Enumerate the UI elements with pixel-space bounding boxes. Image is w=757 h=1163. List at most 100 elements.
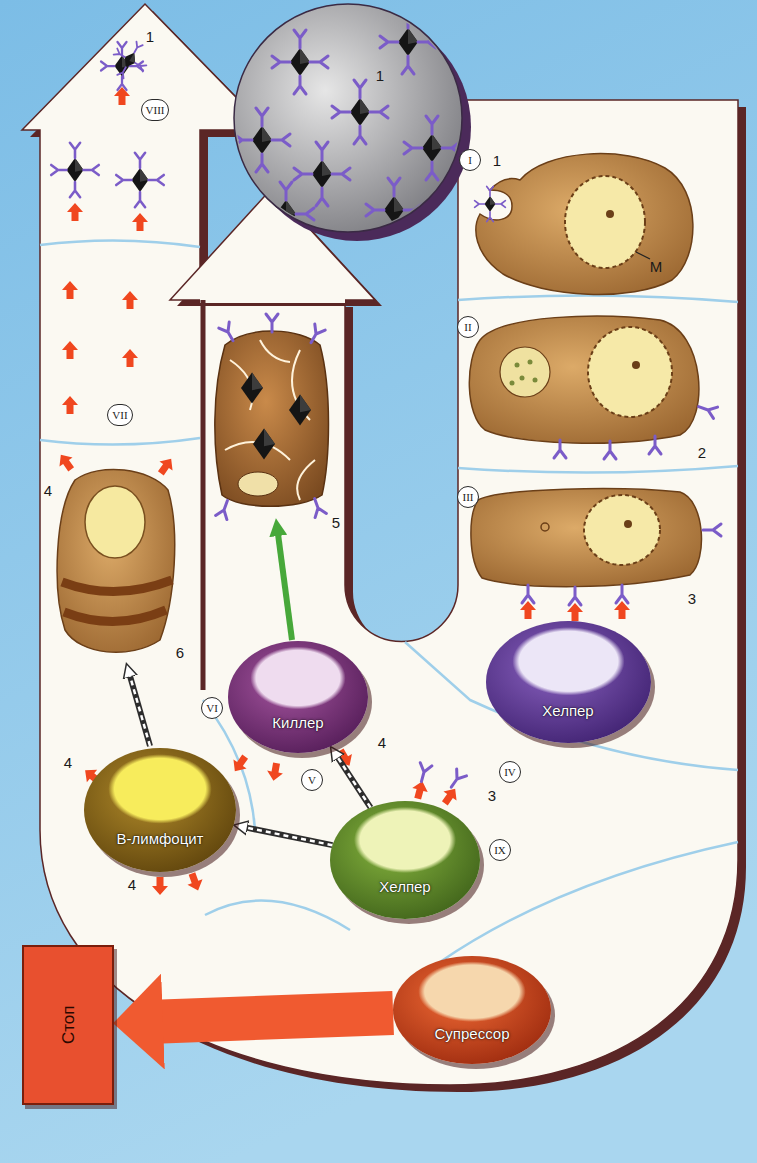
callout-number: 1 [146, 29, 154, 44]
presenting-cell [703, 524, 721, 536]
cell-name: Супрессор [435, 1025, 510, 1042]
signal-arrow-body [246, 828, 332, 846]
antigen-globe [404, 116, 460, 180]
pathway-band [205, 901, 350, 930]
target-cell [215, 314, 329, 640]
pathway-band [40, 240, 200, 247]
stage-numeral-circle: I [459, 149, 481, 171]
pathway-band [201, 300, 206, 690]
antigen-globe [234, 4, 471, 246]
immune-cell: В-лимфоцит [84, 748, 236, 872]
signal-arrow [338, 757, 371, 807]
plasma-cell [57, 469, 175, 652]
signal-arrows [122, 349, 138, 367]
macrophage-cell [476, 154, 693, 295]
signal-arrows [410, 779, 430, 801]
presenting-cell [584, 495, 660, 565]
target-cell [253, 429, 275, 460]
antigen-presenting-cell [697, 401, 718, 418]
signal-arrows [184, 871, 205, 893]
callout-number: 5 [332, 515, 340, 530]
target-cell [215, 331, 329, 506]
cell-name: Хелпер [379, 878, 430, 895]
target-cell [225, 340, 315, 500]
pathway-band [458, 295, 738, 302]
antigen-presenting-cell [469, 316, 717, 459]
target-cell [219, 322, 238, 344]
callout-number: 3 [688, 591, 696, 606]
signal-arrows [132, 213, 148, 231]
antigen-presenting-cell [528, 360, 533, 365]
presenting-cell [616, 585, 628, 603]
pathway-band [40, 438, 200, 445]
antigen-presenting-cell [588, 327, 672, 417]
antigen-presenting-cell [632, 361, 640, 369]
callout-number: 4 [378, 735, 386, 750]
macrophage-cell [475, 186, 506, 221]
presenting-cell [471, 489, 721, 605]
antigen-globe [234, 4, 462, 232]
stage-numeral-circle: III [457, 486, 479, 508]
signal-arrows [614, 601, 630, 619]
callout-number: 4 [64, 755, 72, 770]
callout-number: 1 [376, 68, 384, 83]
antigen-presenting-cell [510, 381, 515, 386]
stage-numeral-circle: V [301, 769, 323, 791]
target-cell [266, 314, 278, 332]
signal-arrows [54, 450, 77, 474]
callout-number: 4 [44, 483, 52, 498]
stage-numeral: VI [206, 703, 218, 714]
presenting-cell [569, 587, 581, 605]
stop-arrow [162, 1013, 393, 1022]
stop-box: Стоп [22, 945, 114, 1105]
presenting-cell [624, 520, 632, 528]
stage-numeral: III [463, 492, 474, 503]
pathway-band [200, 299, 345, 303]
stage-numeral-circle: II [457, 316, 479, 338]
immune-cell: Хелпер [330, 801, 480, 919]
signal-arrows [54, 87, 630, 895]
signal-arrows [62, 281, 78, 299]
callout-number: 3 [488, 788, 496, 803]
callout-number: М [650, 259, 663, 274]
stage-numeral-circle: IV [499, 761, 521, 783]
macrophage-cell [565, 176, 645, 268]
callout-number: 1 [493, 153, 501, 168]
immune-cell: Супрессор [393, 956, 551, 1064]
antigen-globe [332, 80, 388, 144]
target-cell [278, 534, 292, 640]
signal-arrow-body [338, 757, 371, 807]
antigen-globe [294, 142, 350, 206]
cell-name: Хелпер [542, 702, 593, 719]
signal-arrows [154, 454, 177, 478]
antigen-presenting-cell [520, 376, 525, 381]
plasma-cell [57, 469, 175, 746]
antigen-presenting-cell [649, 436, 661, 454]
antigen-globe [380, 10, 436, 74]
stage-numeral-circle: VI [201, 697, 223, 719]
stage-numeral: I [468, 155, 472, 166]
stop-text: Стоп [58, 1006, 78, 1045]
signal-arrows [446, 769, 466, 791]
pathway-band [458, 466, 738, 473]
antibody-complexes [51, 143, 99, 197]
pathway-band [22, 4, 738, 1085]
signal-arrows [122, 291, 138, 309]
callout-number: 4 [128, 877, 136, 892]
antigen-globe [234, 108, 290, 172]
presenting-cell [471, 489, 702, 587]
stage-numeral-circle: VII [107, 404, 132, 426]
target-cell [289, 395, 311, 426]
plasma-cell [62, 580, 172, 592]
callout-number: 6 [176, 645, 184, 660]
antigen-globe [366, 178, 422, 242]
signal-arrows [520, 601, 536, 619]
macrophage-cell [475, 154, 693, 295]
immune-cell: Хелпер [486, 621, 651, 743]
stage-numeral: VII [112, 410, 127, 421]
stage-numeral-circle: IX [489, 839, 511, 861]
macrophage-cell [606, 210, 614, 218]
